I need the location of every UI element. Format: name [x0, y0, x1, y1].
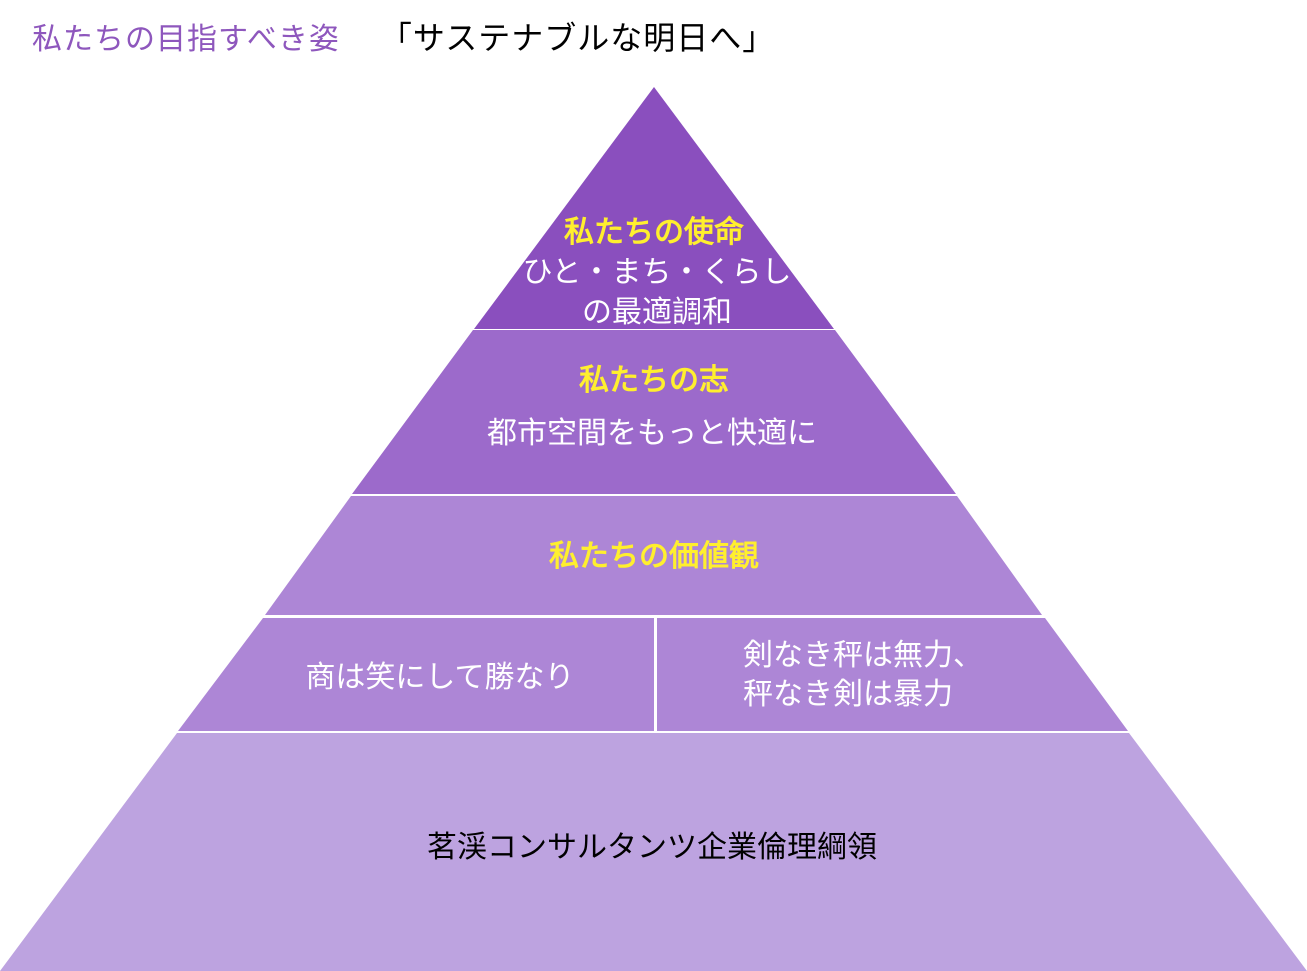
tier-base	[0, 733, 1307, 971]
mission-line1: ひと・まち・くらし	[522, 255, 791, 290]
tier-aspiration	[352, 330, 956, 494]
base-text: 茗渓コンサルタンツ企業倫理綱領	[427, 830, 877, 865]
page-title: 私たちの目指すべき姿	[32, 22, 340, 57]
page-header: 私たちの目指すべき姿 「サステナブルな明日へ」	[32, 14, 775, 58]
tier-value-right	[657, 618, 1128, 731]
values-heading: 私たちの価値観	[549, 539, 759, 574]
value-right-line1: 剣なき秤は無力、	[743, 638, 983, 673]
value-left-text: 商は笑にして勝なり	[305, 660, 574, 695]
aspiration-heading: 私たちの志	[579, 363, 729, 398]
value-right-line2: 秤なき剣は暴力	[743, 677, 953, 712]
tier-values	[265, 496, 1042, 615]
mission-heading: 私たちの使命	[564, 215, 745, 250]
tier-mission	[474, 87, 834, 329]
tier-value-left	[178, 618, 654, 731]
mission-line2: の最適調和	[582, 295, 732, 330]
slogan: 「サステナブルな明日へ」	[379, 19, 776, 57]
aspiration-text: 都市空間をもっと快適に	[487, 416, 817, 451]
